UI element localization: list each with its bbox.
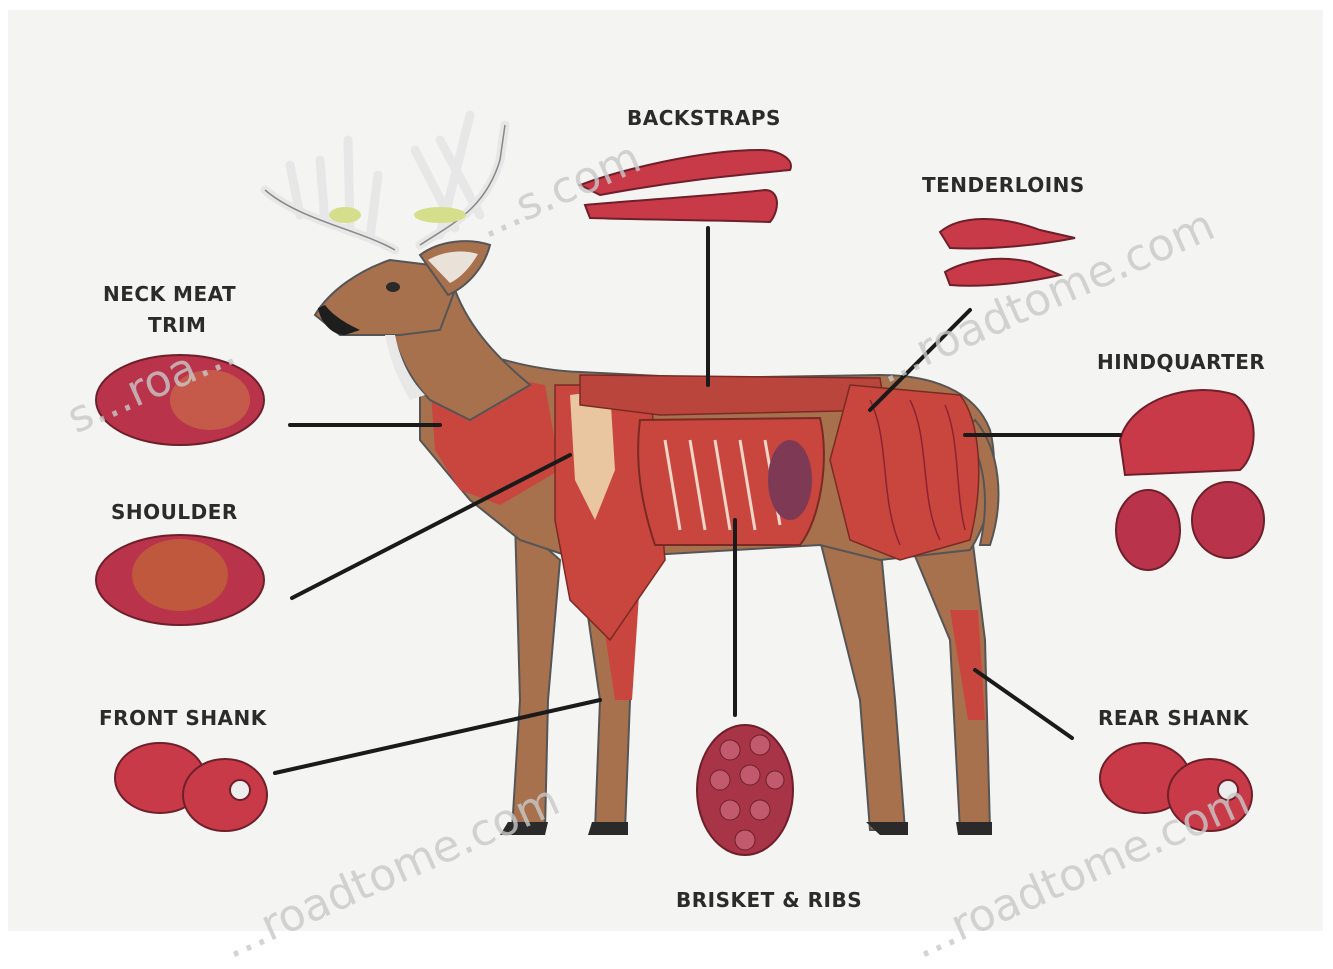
leader-line-front-shank [275,700,600,773]
hindquarter-cuts [1116,390,1264,570]
label-brisket-ribs: BRISKET & RIBS [676,888,862,912]
diagram-stage: s...roa... ...s.com ...roadtome.com ...r… [0,0,1333,941]
label-backstraps: BACKSTRAPS [627,106,781,130]
shoulder-cut [96,535,264,625]
velvet-patch [414,207,466,223]
velvet-patch [329,207,361,223]
front-shank-cut [115,743,267,831]
label-hindquarter: HINDQUARTER [1097,350,1265,374]
label-front-shank: FRONT SHANK [99,706,267,730]
deer-illustration [0,0,1333,941]
antlers [265,115,505,250]
label-shoulder: SHOULDER [111,500,238,524]
label-neck-meat-line1: NECK MEAT [103,282,236,306]
label-rear-shank: REAR SHANK [1098,706,1249,730]
label-neck-meat-line2: TRIM [148,313,206,337]
brisket-ribs-cut [697,725,793,855]
deer-head [315,241,530,420]
label-tenderloins: TENDERLOINS [922,173,1085,197]
leader-line-rear-shank [975,670,1072,738]
